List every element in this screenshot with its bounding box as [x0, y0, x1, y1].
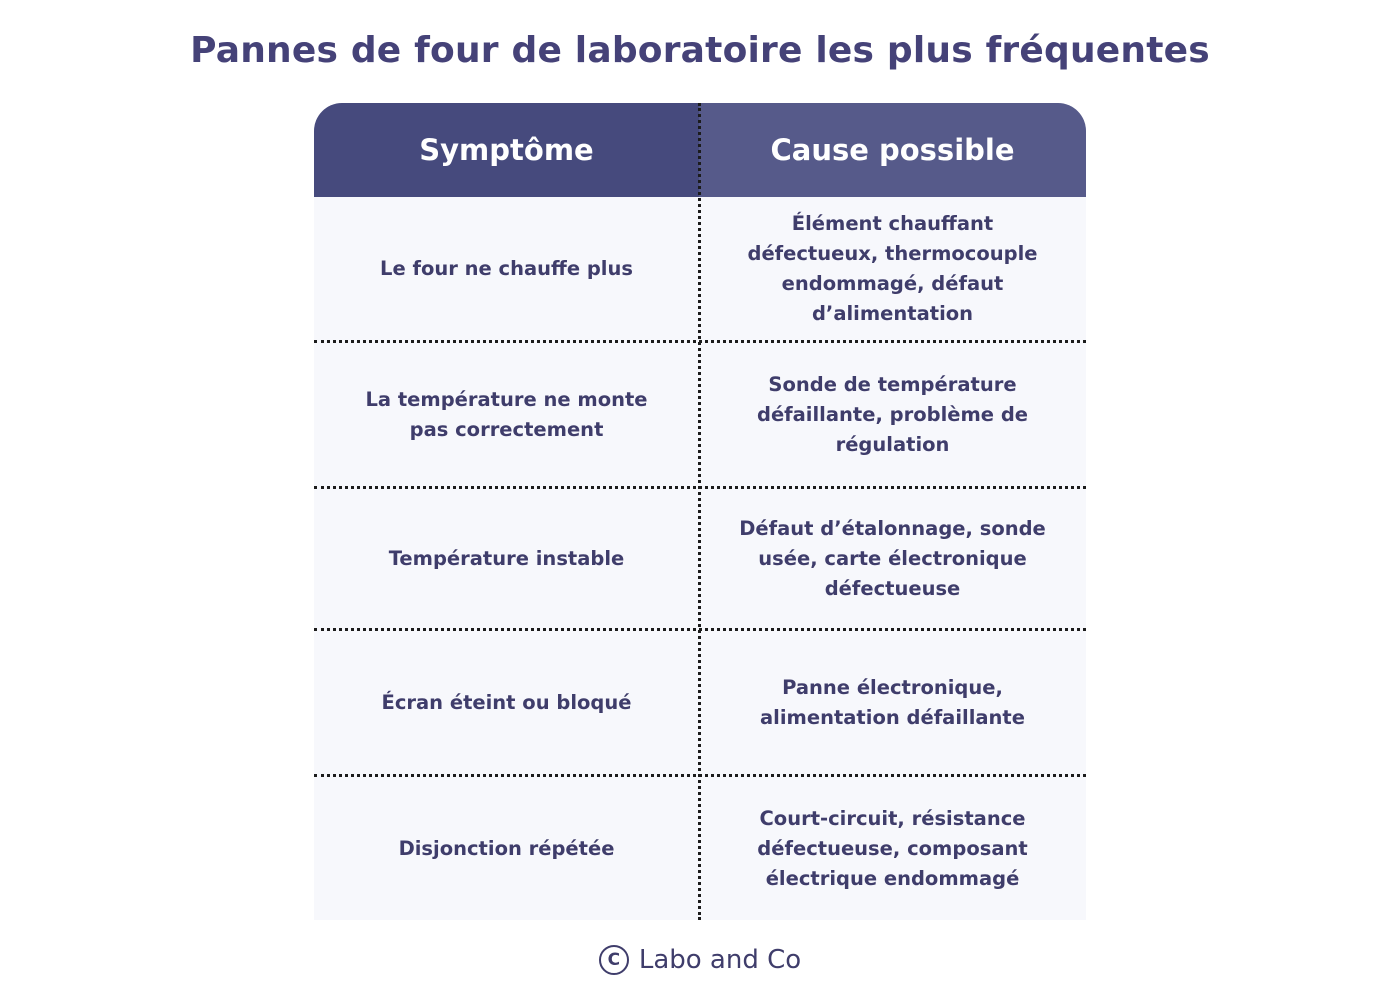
- table-cell-cause: Court-circuit, résistance défectueuse, c…: [757, 806, 1028, 890]
- table-cell-symptom: La température ne monte pas correctement: [365, 388, 648, 441]
- table-cell-symptom: Disjonction répétée: [398, 836, 615, 860]
- table-cell-cause: Élément chauffant défectueux, thermocoup…: [747, 212, 1038, 325]
- table-cell-symptom: Température instable: [388, 547, 625, 570]
- copyright-icon: C: [598, 945, 629, 975]
- table-cell-cause: Panne électronique, alimentation défaill…: [760, 676, 1025, 729]
- table-cell-cause: Sonde de température défaillante, problè…: [756, 373, 1029, 456]
- credit-footer: C Labo and Co: [0, 945, 1400, 975]
- table-cell-cause: Défaut d’étalonnage, sonde usée, carte é…: [739, 517, 1046, 600]
- table-cell-symptom: Écran éteint ou bloqué: [381, 691, 632, 714]
- table-cell-symptom: Le four ne chauffe plus: [380, 257, 633, 280]
- column-divider: [698, 103, 701, 920]
- failures-table: Symptôme Cause possible Le four ne chauf…: [314, 103, 1086, 920]
- column-header-cause: Cause possible: [699, 103, 1086, 197]
- column-header-symptom: Symptôme: [314, 103, 699, 197]
- credit-text: Labo and Co: [638, 945, 802, 975]
- page-title: Pannes de four de laboratoire les plus f…: [190, 30, 1210, 71]
